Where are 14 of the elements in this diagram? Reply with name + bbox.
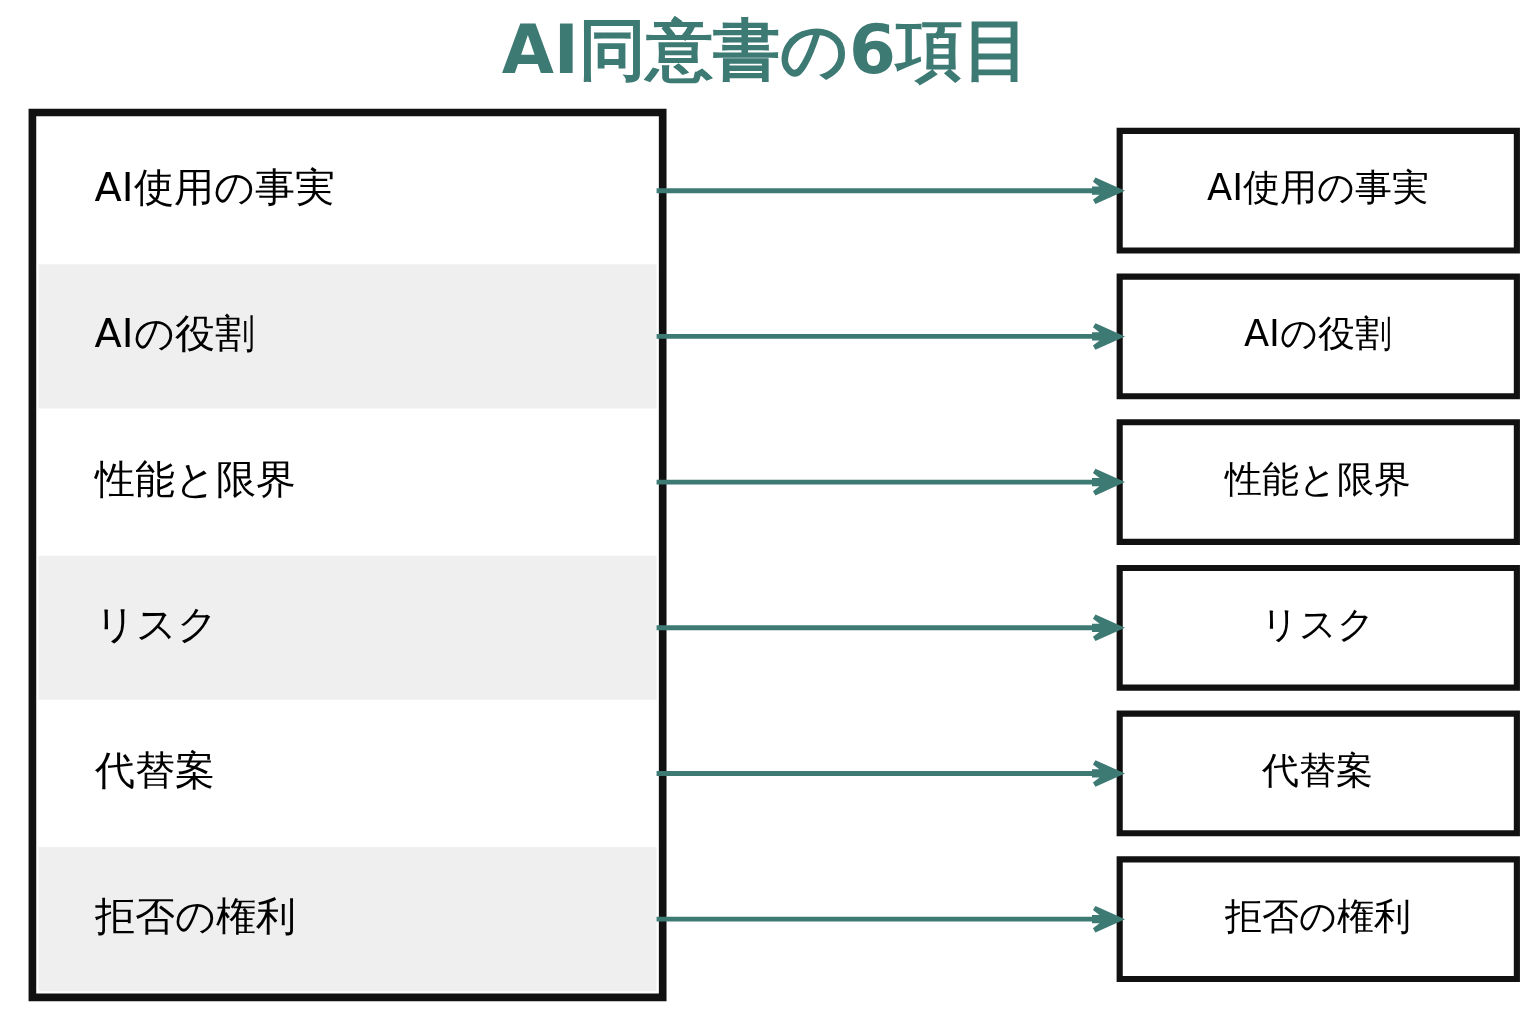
node-text: 代替案 [94, 746, 215, 793]
node-box: 代替案 [1116, 710, 1520, 837]
node-box: リスク [38, 555, 657, 700]
node-box: リスク [1116, 564, 1520, 691]
node-text: 性能と限界 [94, 455, 296, 502]
node-box: 拒否の権利 [1116, 856, 1520, 983]
node-box: AIの役割 [1116, 273, 1520, 400]
node-box: 性能と限界 [1116, 419, 1520, 545]
cluster [28, 108, 667, 1002]
node-box: 拒否の権利 [38, 847, 657, 992]
node-box: AI使用の事実 [1116, 127, 1520, 254]
diagram-title: AI同意書の6項目 [501, 9, 1030, 89]
node-text: AI使用の事実 [94, 164, 335, 211]
node-box: AIの役割 [38, 264, 657, 409]
